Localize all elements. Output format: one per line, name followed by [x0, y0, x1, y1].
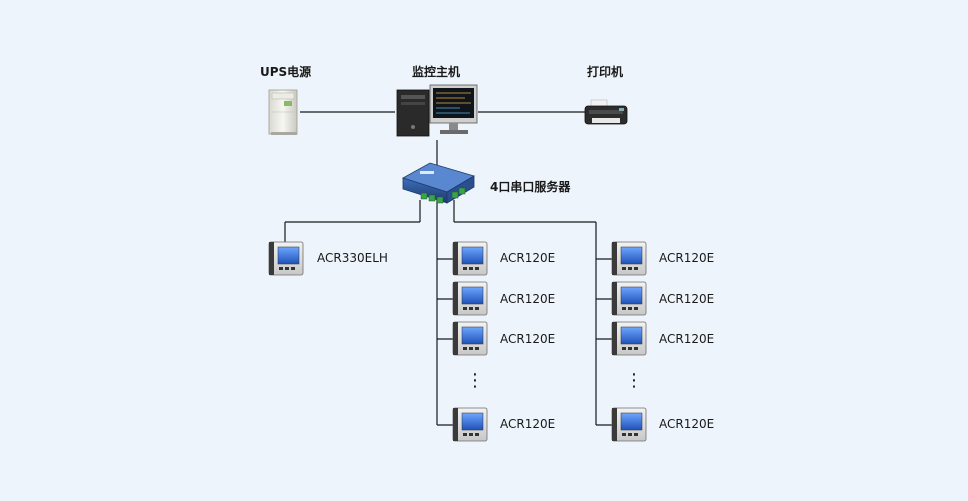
meter-label-c1-4: ACR120E: [500, 417, 556, 431]
ellipsis-c1: ⋮: [466, 370, 484, 391]
meter-label-c2-1: ACR120E: [659, 251, 715, 265]
serial-server-label: 4口串口服务器: [490, 180, 571, 194]
meter-label-c1-2: ACR120E: [500, 292, 556, 306]
power-meter-icon: [452, 241, 488, 276]
connection-lines: [284, 111, 614, 426]
computer-monitor-icon: [396, 84, 478, 137]
serial-server-icon: [401, 162, 475, 204]
meter-column-1: [452, 241, 488, 442]
power-meter-icon: [611, 321, 647, 356]
meter-label-c1-3: ACR120E: [500, 332, 556, 346]
power-meter-icon: [611, 241, 647, 276]
meter-label-c2-2: ACR120E: [659, 292, 715, 306]
ups-label: UPS电源: [260, 65, 312, 79]
power-meter-icon: [611, 407, 647, 442]
meter-label-c1-1: ACR120E: [500, 251, 556, 265]
power-meter-icon: [452, 281, 488, 316]
meter-label-c2-4: ACR120E: [659, 417, 715, 431]
printer-label: 打印机: [587, 65, 624, 79]
power-meter-icon: [268, 241, 304, 276]
host-label: 监控主机: [412, 65, 461, 79]
meter-column-2: [611, 241, 647, 442]
printer-icon: [584, 99, 628, 125]
power-meter-icon: [452, 321, 488, 356]
meter-label-c2-3: ACR120E: [659, 332, 715, 346]
power-meter-icon: [611, 281, 647, 316]
power-meter-icon: [452, 407, 488, 442]
meter-label-acr330elh: ACR330ELH: [317, 251, 388, 265]
ellipsis-c2: ⋮: [625, 370, 643, 391]
ups-cabinet-icon: [268, 89, 298, 135]
